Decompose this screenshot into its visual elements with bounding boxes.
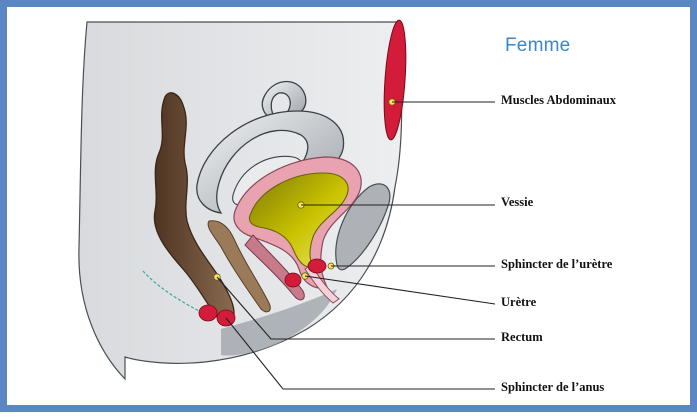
urethral-sphincter-lower: [285, 273, 301, 287]
anatomy-diagram: [7, 7, 697, 419]
diagram-title: Femme: [505, 35, 570, 57]
urethral-sphincter-upper: [308, 259, 326, 273]
label-anal-sphincter: Sphincter de l’anus: [501, 380, 604, 394]
anal-sphincter-left: [199, 305, 217, 321]
label-urethral-sphincter: Sphincter de l’urètre: [501, 257, 612, 271]
label-rectum: Rectum: [501, 330, 543, 344]
label-bladder: Vessie: [501, 195, 533, 209]
label-urethra: Urètre: [501, 295, 536, 309]
label-abdominal-muscles: Muscles Abdominaux: [501, 93, 616, 107]
